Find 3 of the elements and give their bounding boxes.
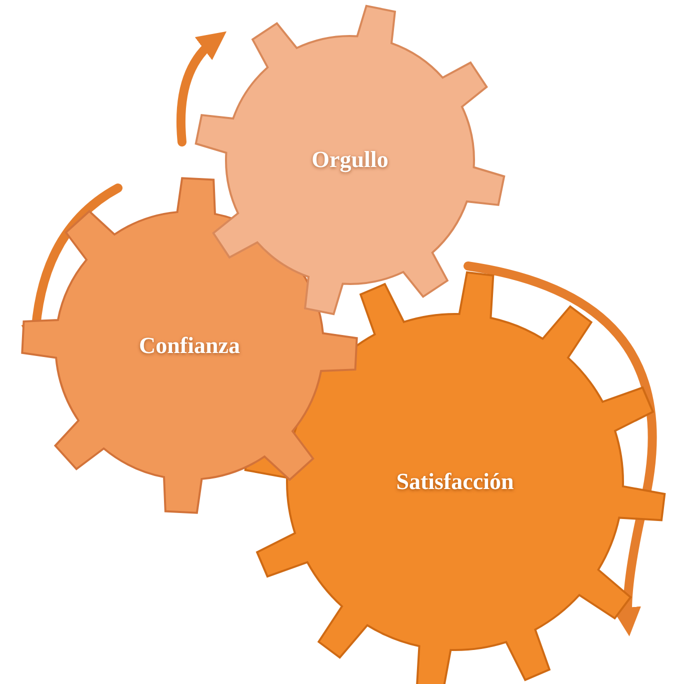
- gear-label: Confianza: [139, 332, 240, 358]
- gear-label: Satisfacción: [396, 469, 514, 495]
- gear-label: Orgullo: [312, 147, 388, 173]
